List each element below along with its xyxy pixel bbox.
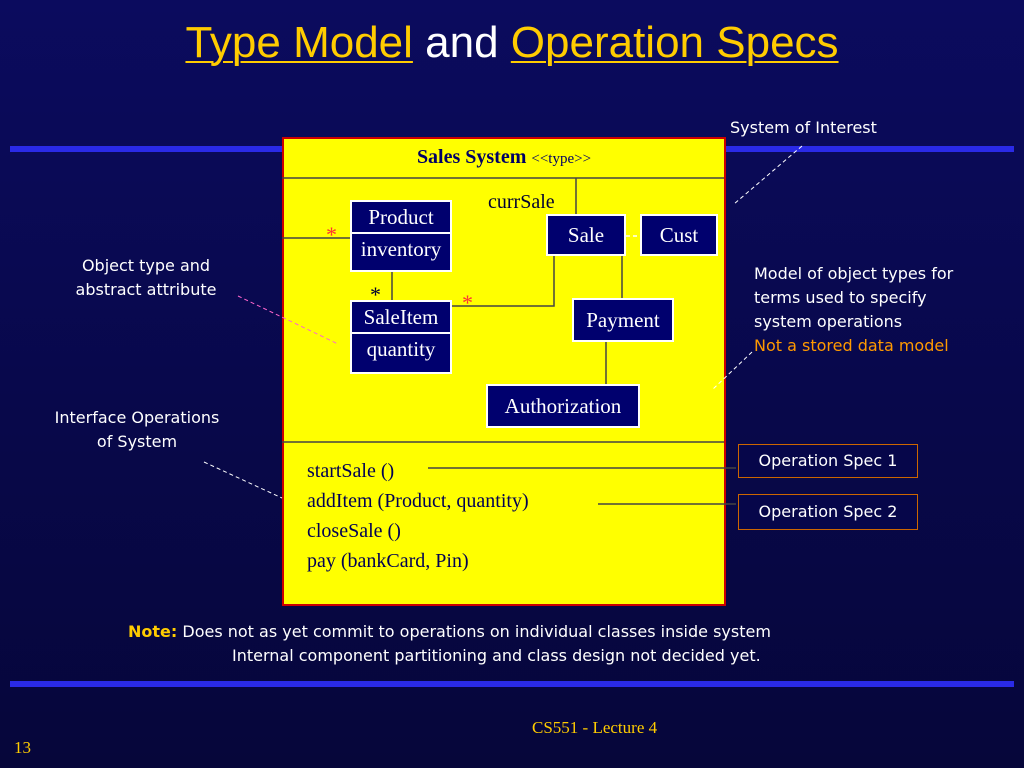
interface-ops-line-1: Interface Operations [54,408,220,427]
note-line-1: Does not as yet commit to operations on … [182,622,771,641]
object-type-line-1: Object type and [81,256,211,275]
footer-course: CS551 - Lecture 4 [532,718,658,737]
operation-pay: pay (bankCard, Pin) [307,550,469,572]
note-label: Note: [128,622,178,641]
currsale-label: currSale [488,191,555,213]
model-annotation: Model of object types for terms used to … [754,262,953,358]
system-name: Sales System [416,146,527,168]
class-sale: Sale [546,214,626,256]
operation-spec-1: Operation Spec 1 [738,444,918,478]
operations-list: startSale () addItem (Product, quantity)… [307,456,529,576]
model-leader [711,351,753,391]
sale-multiplicity: * [462,290,473,315]
operation-close-sale: closeSale () [307,520,401,542]
class-authorization: Authorization [486,384,640,428]
class-cust: Cust [640,214,718,256]
model-line-4: Not a stored data model [754,336,949,355]
interface-ops-leader [203,461,283,499]
model-line-3: system operations [754,312,903,331]
class-authorization-name: Authorization [504,394,622,418]
class-product-name: Product [368,205,434,229]
title-type-model: Type Model [185,18,413,67]
class-product: Product inventory [350,200,452,272]
operation-start-sale: startSale () [307,460,395,482]
operation-spec-2: Operation Spec 2 [738,494,918,530]
class-cust-name: Cust [659,223,699,247]
saleitem-multiplicity: * [370,282,381,307]
class-saleitem: SaleItem quantity [350,300,452,374]
operation-add-item: addItem (Product, quantity) [307,490,529,512]
model-line-1: Model of object types for [754,264,954,283]
system-of-interest-label: System of Interest [730,118,877,137]
note-line-2: Internal component partitioning and clas… [232,646,761,665]
class-payment: Payment [572,298,674,342]
object-type-leader [237,295,339,345]
sales-system-title: Sales System <<type>> [282,146,726,169]
title-and: and [412,18,511,67]
bottom-divider [10,681,1014,687]
class-saleitem-attribute: quantity [352,332,450,364]
class-saleitem-name: SaleItem [363,305,439,329]
class-product-attribute: inventory [352,232,450,264]
class-payment-name: Payment [586,308,660,332]
class-sale-name: Sale [567,223,605,247]
interface-ops-annotation: Interface Operations of System [30,406,244,454]
slide-title: Type Model and Operation Specs [0,18,1024,68]
product-multiplicity: * [326,222,337,247]
system-stereotype: <<type>> [531,151,592,167]
object-type-annotation: Object type and abstract attribute [56,254,236,302]
system-of-interest-leader [733,145,803,205]
saleitem-sale-link [452,256,555,307]
title-operation-specs: Operation Specs [510,18,839,67]
model-line-2: terms used to specify [754,288,927,307]
interface-ops-line-2: of System [96,432,178,451]
object-type-line-2: abstract attribute [75,280,217,299]
note-line-1-row: Note: Does not as yet commit to operatio… [128,620,771,644]
page-number: 13 [14,738,31,757]
